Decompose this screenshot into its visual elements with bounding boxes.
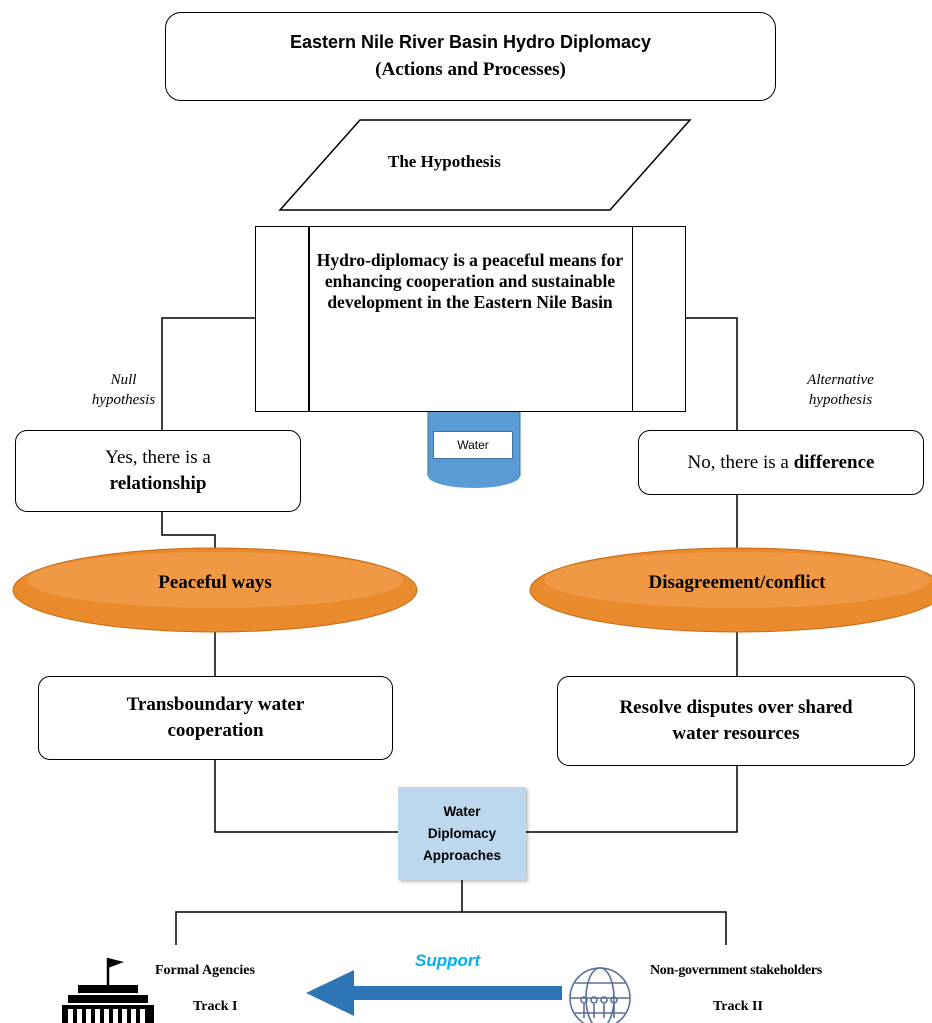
left-outcome-line2: cooperation xyxy=(167,720,264,741)
connector-bottom-bracket xyxy=(175,911,727,945)
title-line-1: Eastern Nile River Basin Hydro Diplomacy xyxy=(289,32,652,52)
connector-left-bottom xyxy=(214,760,398,833)
null-hypothesis-label: Null hypothesis xyxy=(76,370,171,410)
right-outcome-line1: Resolve disputes over shared xyxy=(619,697,853,718)
left-result-prefix: Yes, there is a xyxy=(105,447,211,468)
hypothesis-parallelogram xyxy=(278,119,692,211)
water-label: Water xyxy=(433,431,513,459)
difference-box: No, there is a difference xyxy=(638,430,924,495)
resolve-disputes-box: Resolve disputes over shared water resou… xyxy=(557,676,915,766)
support-label: Support xyxy=(415,951,481,970)
hypothesis-statement-box xyxy=(255,226,686,412)
disagreement-label: Disagreement/conflict xyxy=(648,572,826,593)
connector-right-top xyxy=(686,317,738,430)
left-result-bold: relationship xyxy=(109,473,207,494)
approaches-line1: Water xyxy=(443,803,481,819)
connector-right-bottom xyxy=(526,766,738,833)
approaches-line3: Approaches xyxy=(422,847,502,863)
formal-track-label: Track I xyxy=(193,999,238,1014)
connector-left-mid xyxy=(161,512,216,552)
alternative-hypothesis-label: Alternative hypothesis xyxy=(778,370,903,410)
globe-people-icon xyxy=(569,967,631,1023)
connector-left-top xyxy=(161,317,255,430)
hypothesis-statement: Hydro-diplomacy is a peaceful means for … xyxy=(316,250,624,312)
transboundary-box: Transboundary water cooperation xyxy=(38,676,393,760)
approaches-line2: Diplomacy xyxy=(427,825,497,841)
title-box: Eastern Nile River Basin Hydro Diplomacy… xyxy=(165,12,776,101)
alt-label-line1: Alternative xyxy=(807,372,874,388)
right-result-prefix: No, there is a xyxy=(687,451,789,473)
title-line-2: (Actions and Processes) xyxy=(375,59,566,80)
water-diplomacy-approaches-box: Water Diplomacy Approaches xyxy=(398,787,526,880)
right-result-bold: difference xyxy=(793,451,875,473)
relationship-box: Yes, there is a relationship xyxy=(15,430,301,512)
alt-label-line2: hypothesis xyxy=(808,392,873,408)
nongov-label: Non-government stakeholders xyxy=(650,963,822,978)
left-outcome-line1: Transboundary water xyxy=(126,694,305,715)
right-outcome-line2: water resources xyxy=(672,723,800,744)
formal-agencies-label: Formal Agencies xyxy=(155,963,255,978)
null-label-line2: hypothesis xyxy=(91,392,156,408)
null-label-line1: Null xyxy=(110,372,137,388)
support-arrow xyxy=(306,970,562,1016)
peaceful-ways-label: Peaceful ways xyxy=(158,572,272,593)
nongov-track-label: Track II xyxy=(713,999,763,1014)
building-icon xyxy=(62,958,154,1023)
hypothesis-label: The Hypothesis xyxy=(388,152,501,171)
